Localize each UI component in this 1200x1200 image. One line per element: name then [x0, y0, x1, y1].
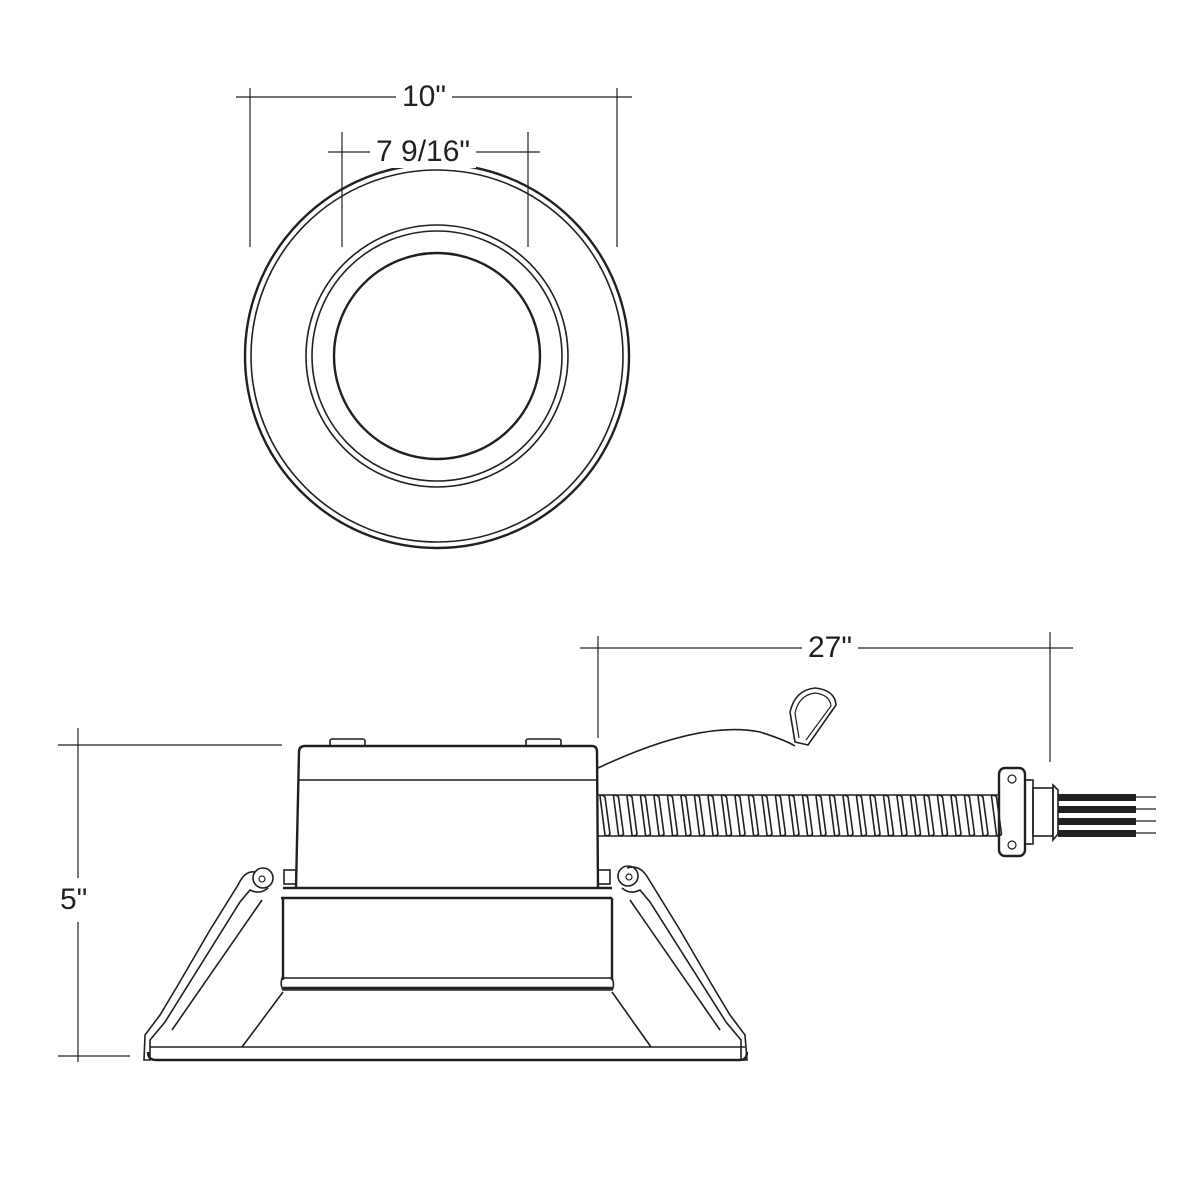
- conduit-ridge: [761, 794, 773, 837]
- driver-housing: [294, 744, 600, 889]
- conduit-ridge: [882, 794, 895, 837]
- conduit-ridge: [801, 794, 814, 837]
- outer-diameter-label: 10": [396, 81, 453, 113]
- conduit-ridge: [828, 794, 841, 837]
- flexible-conduit: [598, 794, 1003, 837]
- height-dimension: [58, 728, 282, 1062]
- side-view: [143, 738, 749, 1062]
- conduit-ridge: [680, 794, 692, 837]
- conduit-ridge: [909, 794, 922, 837]
- conduit-ridge: [612, 794, 625, 837]
- reflector-inner-ring: [311, 230, 563, 482]
- conduit-ridge: [990, 794, 1003, 837]
- carabiner: [789, 687, 837, 746]
- conduit-ridge: [963, 794, 976, 837]
- reflector-outer-ring: [305, 224, 569, 488]
- conduit-ridge: [599, 794, 611, 837]
- conduit-ridge: [923, 794, 935, 837]
- conduit-ridge: [747, 794, 760, 837]
- height-label: 5": [56, 878, 92, 922]
- conduit-connector: [997, 766, 1059, 858]
- trim-flange: [146, 1051, 749, 1062]
- collar: [281, 886, 614, 980]
- lens: [332, 251, 542, 461]
- conduit-ridge: [666, 794, 679, 837]
- conduit-ridge: [936, 794, 949, 837]
- spring-clip-right: [621, 866, 748, 1061]
- conduit-ridge: [693, 794, 706, 837]
- cutout-diameter-label: 7 9/16": [370, 136, 477, 168]
- conduit-ridge: [855, 794, 868, 837]
- conduit-ridge: [869, 794, 881, 837]
- conduit-ridge: [720, 794, 733, 837]
- conduit-ridge: [950, 794, 962, 837]
- reflector-flare: [241, 991, 652, 1048]
- conduit-ridge: [639, 794, 652, 837]
- conduit-ridge: [842, 794, 854, 837]
- conduit-ridge: [815, 794, 827, 837]
- conduit-ridge: [896, 794, 908, 837]
- lead-wires: [1058, 794, 1156, 837]
- conduit-ridge: [788, 794, 800, 837]
- top-view: [243, 162, 631, 550]
- spring-clip-left: [143, 870, 269, 1061]
- conduit-ridge: [977, 794, 989, 837]
- conduit-ridge: [774, 794, 787, 837]
- conduit-ridge: [653, 794, 665, 837]
- conduit-ridge: [734, 794, 746, 837]
- trim-outer-edge: [243, 162, 631, 550]
- conduit-ridge: [707, 794, 719, 837]
- conduit-ridge: [626, 794, 638, 837]
- safety-cable: [597, 728, 796, 769]
- trim-inner-edge: [250, 169, 624, 543]
- cable-length-label: 27": [802, 632, 859, 664]
